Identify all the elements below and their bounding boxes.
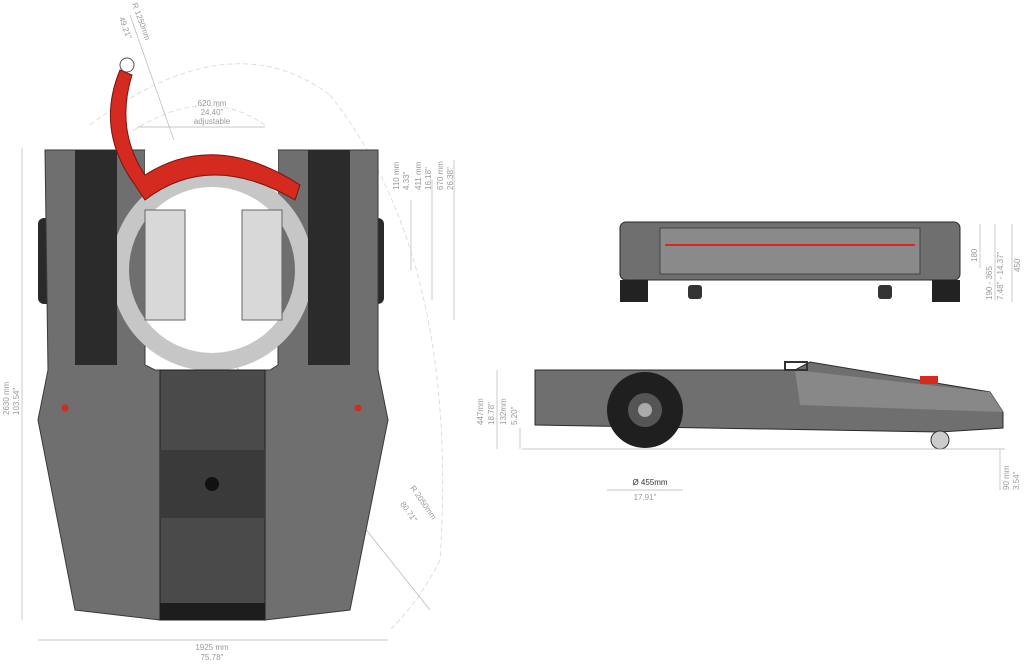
dim-range-in: 7.48" - 14.37" xyxy=(996,251,1005,300)
dim-411-mm: 411 mm xyxy=(414,161,423,190)
dim-450: 450 xyxy=(1013,258,1022,272)
width-in: 75.78" xyxy=(201,653,224,662)
dim-110-mm: 110 mm xyxy=(392,161,401,190)
right-clamp xyxy=(241,209,283,321)
side-red-marker xyxy=(920,376,938,384)
dim-132-in: 5.20" xyxy=(510,406,519,425)
arm-swing-arc-inner xyxy=(119,105,266,141)
dim-180: 180 xyxy=(970,248,979,262)
clearance-in: 3.54" xyxy=(1012,471,1021,490)
dim-range-mm: 190 - 365 xyxy=(985,266,994,300)
side-wheel-axle xyxy=(638,403,652,417)
front-left-wheel xyxy=(620,280,648,302)
front-internals xyxy=(659,227,921,275)
manipulator-arm xyxy=(109,69,301,201)
wheel-mm: Ø 455mm xyxy=(632,478,667,487)
dim-132-mm: 132mm xyxy=(499,398,508,425)
height-mm: 447mm xyxy=(476,398,485,425)
side-ramp xyxy=(795,370,1003,412)
top-view xyxy=(37,57,389,621)
turn-radius-arc-end xyxy=(389,559,441,631)
dim-110-in: 4.33" xyxy=(402,171,411,190)
width-mm: 1925 mm xyxy=(195,643,229,652)
dim-670-in: 26.38" xyxy=(446,167,455,190)
side-caster xyxy=(930,430,950,450)
front-right-wheel xyxy=(932,280,960,302)
turn-radius-arc xyxy=(329,94,444,561)
length-in: 103.54" xyxy=(12,388,21,415)
turn-radius-in: 80.71" xyxy=(398,500,419,524)
wheel-in: 17.91" xyxy=(634,493,657,502)
dim-670-mm: 670 mm xyxy=(436,161,445,190)
left-clamp xyxy=(144,209,186,321)
rotating-ring xyxy=(111,169,313,371)
left-indicator xyxy=(61,404,69,412)
rear-bumper xyxy=(160,603,265,620)
arm-radius-in: 49.21" xyxy=(117,16,133,41)
arm-hook xyxy=(119,57,135,73)
side-handle xyxy=(784,361,808,371)
front-caster-left xyxy=(688,285,702,299)
length-mm: 2630 mm xyxy=(2,381,11,415)
left-grip-pad xyxy=(75,150,117,365)
center-pivot xyxy=(205,477,219,491)
ring-width-mm: 620 mm xyxy=(198,99,227,108)
front-caster-right xyxy=(878,285,892,299)
right-grip-pad xyxy=(308,150,350,365)
ring-width-note: adjustable xyxy=(194,117,231,126)
dim-411-in: 16.18" xyxy=(424,167,433,190)
side-view xyxy=(534,361,1004,450)
ring-width-in: 24.40" xyxy=(201,108,224,117)
height-in: 18.78" xyxy=(487,402,496,425)
right-indicator xyxy=(354,404,362,412)
clearance-mm: 90 mm xyxy=(1002,465,1011,490)
front-view xyxy=(619,221,961,302)
